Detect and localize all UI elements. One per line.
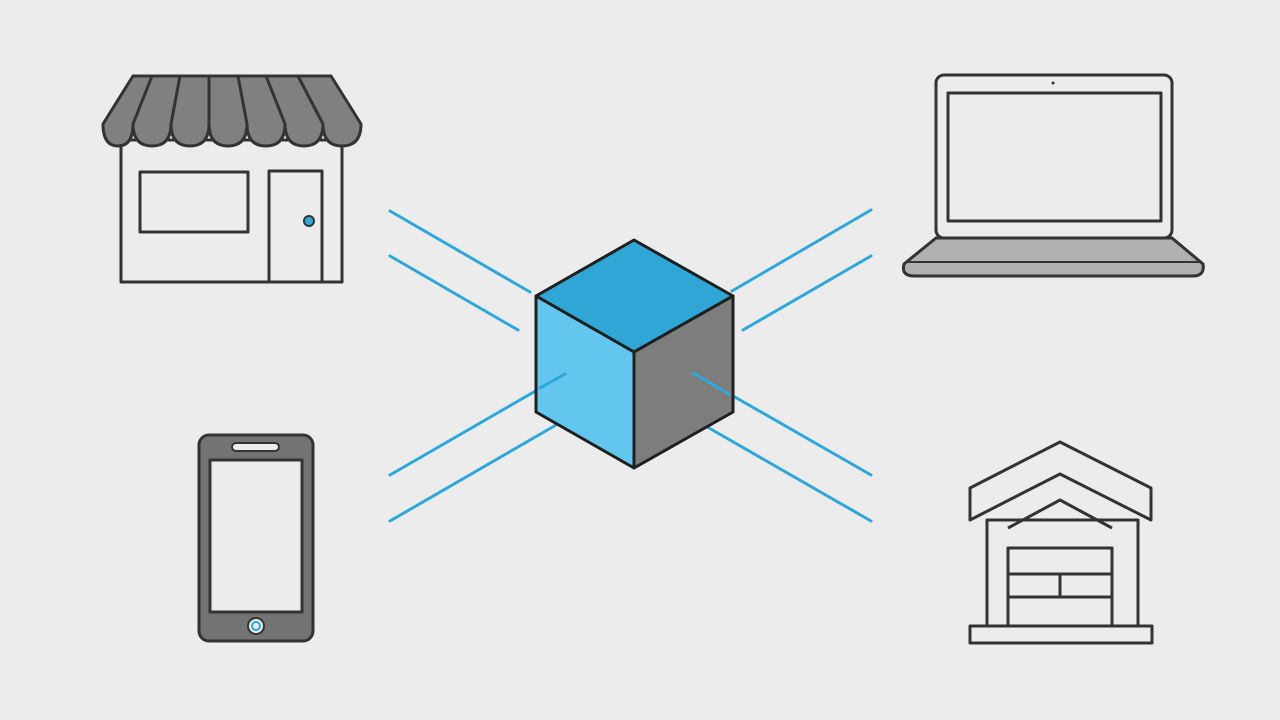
cube-right-face — [632, 294, 735, 470]
laptop-base — [902, 236, 1205, 278]
connector-laptop-1 — [730, 208, 873, 293]
storefront-icon — [101, 74, 363, 284]
warehouse-inner-roof — [1007, 498, 1113, 530]
store-window — [138, 170, 250, 234]
warehouse-base — [968, 624, 1154, 645]
store-awning-stripes — [131, 75, 325, 125]
store-door-knob — [303, 215, 315, 227]
overlay-line-right — [691, 371, 731, 396]
phone-screen — [208, 458, 304, 614]
connector-store-1 — [388, 209, 532, 294]
laptop-camera — [1051, 81, 1055, 85]
phone-home-button — [247, 617, 265, 635]
connectors — [388, 208, 873, 523]
overlay-line-left — [538, 372, 567, 390]
connector-warehouse-2 — [707, 426, 873, 523]
connector-store-2 — [388, 254, 520, 332]
connector-phone-2 — [388, 423, 558, 523]
warehouse-roof — [968, 440, 1153, 522]
phone-home-button-ring — [251, 621, 261, 631]
laptop-screen — [946, 91, 1163, 223]
store-door — [267, 169, 324, 284]
cube-overlay-lines — [538, 371, 731, 396]
smartphone-icon — [197, 433, 315, 643]
store-awning — [101, 74, 363, 148]
warehouse-icon — [968, 440, 1154, 645]
phone-speaker — [231, 442, 280, 452]
cube-icon — [534, 238, 735, 470]
laptop-icon — [902, 73, 1205, 278]
connector-laptop-2 — [741, 254, 873, 332]
